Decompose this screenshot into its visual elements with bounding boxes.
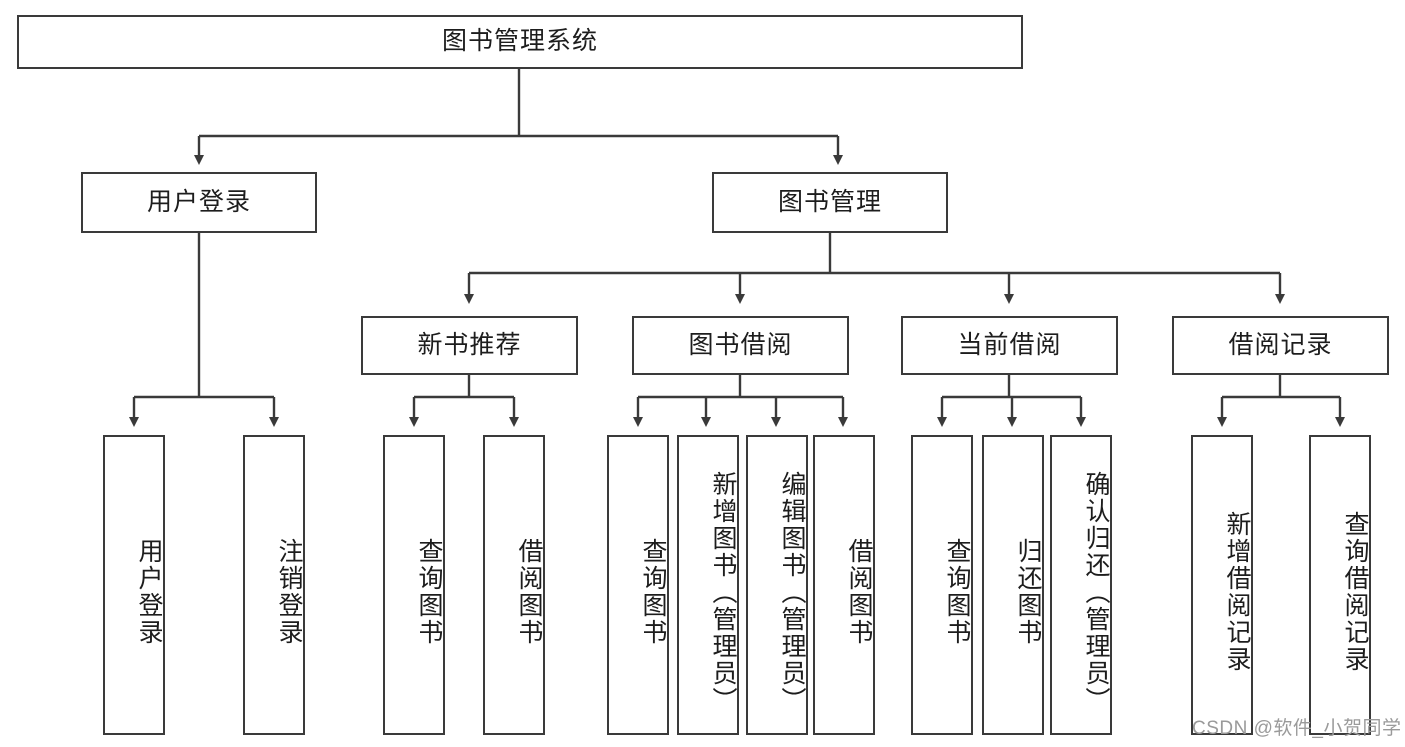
node-leaf-logout-label: 注销登录 bbox=[275, 538, 303, 646]
node-new-book-rec[interactable]: 新书推荐 bbox=[361, 316, 578, 375]
csdn-watermark: CSDN @软件_小贺同学 bbox=[1192, 718, 1402, 739]
node-user-login[interactable]: 用户登录 bbox=[81, 172, 317, 233]
node-leaf-confirm-return[interactable]: 确认归还（管理员） bbox=[1050, 435, 1112, 735]
node-leaf-query-book-2-label: 查询图书 bbox=[639, 538, 667, 646]
node-root-label: 图书管理系统 bbox=[441, 27, 598, 56]
node-leaf-logout[interactable]: 注销登录 bbox=[243, 435, 305, 735]
node-leaf-query-book-1[interactable]: 查询图书 bbox=[383, 435, 445, 735]
node-leaf-confirm-return-label: 确认归还（管理员） bbox=[1082, 470, 1110, 714]
node-leaf-add-book-label: 新增图书（管理员） bbox=[709, 470, 737, 714]
node-user-login-label: 用户登录 bbox=[146, 187, 251, 216]
node-leaf-borrow-book-1[interactable]: 借阅图书 bbox=[483, 435, 545, 735]
node-leaf-add-record[interactable]: 新增借阅记录 bbox=[1191, 435, 1253, 735]
node-leaf-edit-book[interactable]: 编辑图书（管理员） bbox=[746, 435, 808, 735]
node-leaf-query-book-3-label: 查询图书 bbox=[943, 538, 971, 646]
node-leaf-borrow-book-2-label: 借阅图书 bbox=[845, 538, 873, 646]
node-leaf-borrow-book-1-label: 借阅图书 bbox=[515, 538, 543, 646]
node-leaf-borrow-book-2[interactable]: 借阅图书 bbox=[813, 435, 875, 735]
node-leaf-add-book[interactable]: 新增图书（管理员） bbox=[677, 435, 739, 735]
node-borrow-record-label: 借阅记录 bbox=[1228, 330, 1333, 359]
node-borrow-record[interactable]: 借阅记录 bbox=[1172, 316, 1389, 375]
node-book-manage-label: 图书管理 bbox=[777, 187, 882, 216]
node-leaf-user-login-label: 用户登录 bbox=[135, 538, 163, 646]
node-book-borrow-label: 图书借阅 bbox=[688, 330, 793, 359]
node-leaf-query-record-label: 查询借阅记录 bbox=[1341, 511, 1369, 673]
node-leaf-add-record-label: 新增借阅记录 bbox=[1223, 511, 1251, 673]
node-leaf-edit-book-label: 编辑图书（管理员） bbox=[778, 470, 806, 714]
node-leaf-query-book-1-label: 查询图书 bbox=[415, 538, 443, 646]
node-leaf-user-login[interactable]: 用户登录 bbox=[103, 435, 165, 735]
node-leaf-query-record[interactable]: 查询借阅记录 bbox=[1309, 435, 1371, 735]
node-leaf-query-book-3[interactable]: 查询图书 bbox=[911, 435, 973, 735]
node-current-borrow[interactable]: 当前借阅 bbox=[901, 316, 1118, 375]
node-root[interactable]: 图书管理系统 bbox=[17, 15, 1023, 69]
node-book-borrow[interactable]: 图书借阅 bbox=[632, 316, 849, 375]
node-book-manage[interactable]: 图书管理 bbox=[712, 172, 948, 233]
node-leaf-query-book-2[interactable]: 查询图书 bbox=[607, 435, 669, 735]
node-new-book-rec-label: 新书推荐 bbox=[417, 330, 522, 359]
node-current-borrow-label: 当前借阅 bbox=[957, 330, 1062, 359]
node-leaf-return-book-label: 归还图书 bbox=[1014, 538, 1042, 646]
node-leaf-return-book[interactable]: 归还图书 bbox=[982, 435, 1044, 735]
